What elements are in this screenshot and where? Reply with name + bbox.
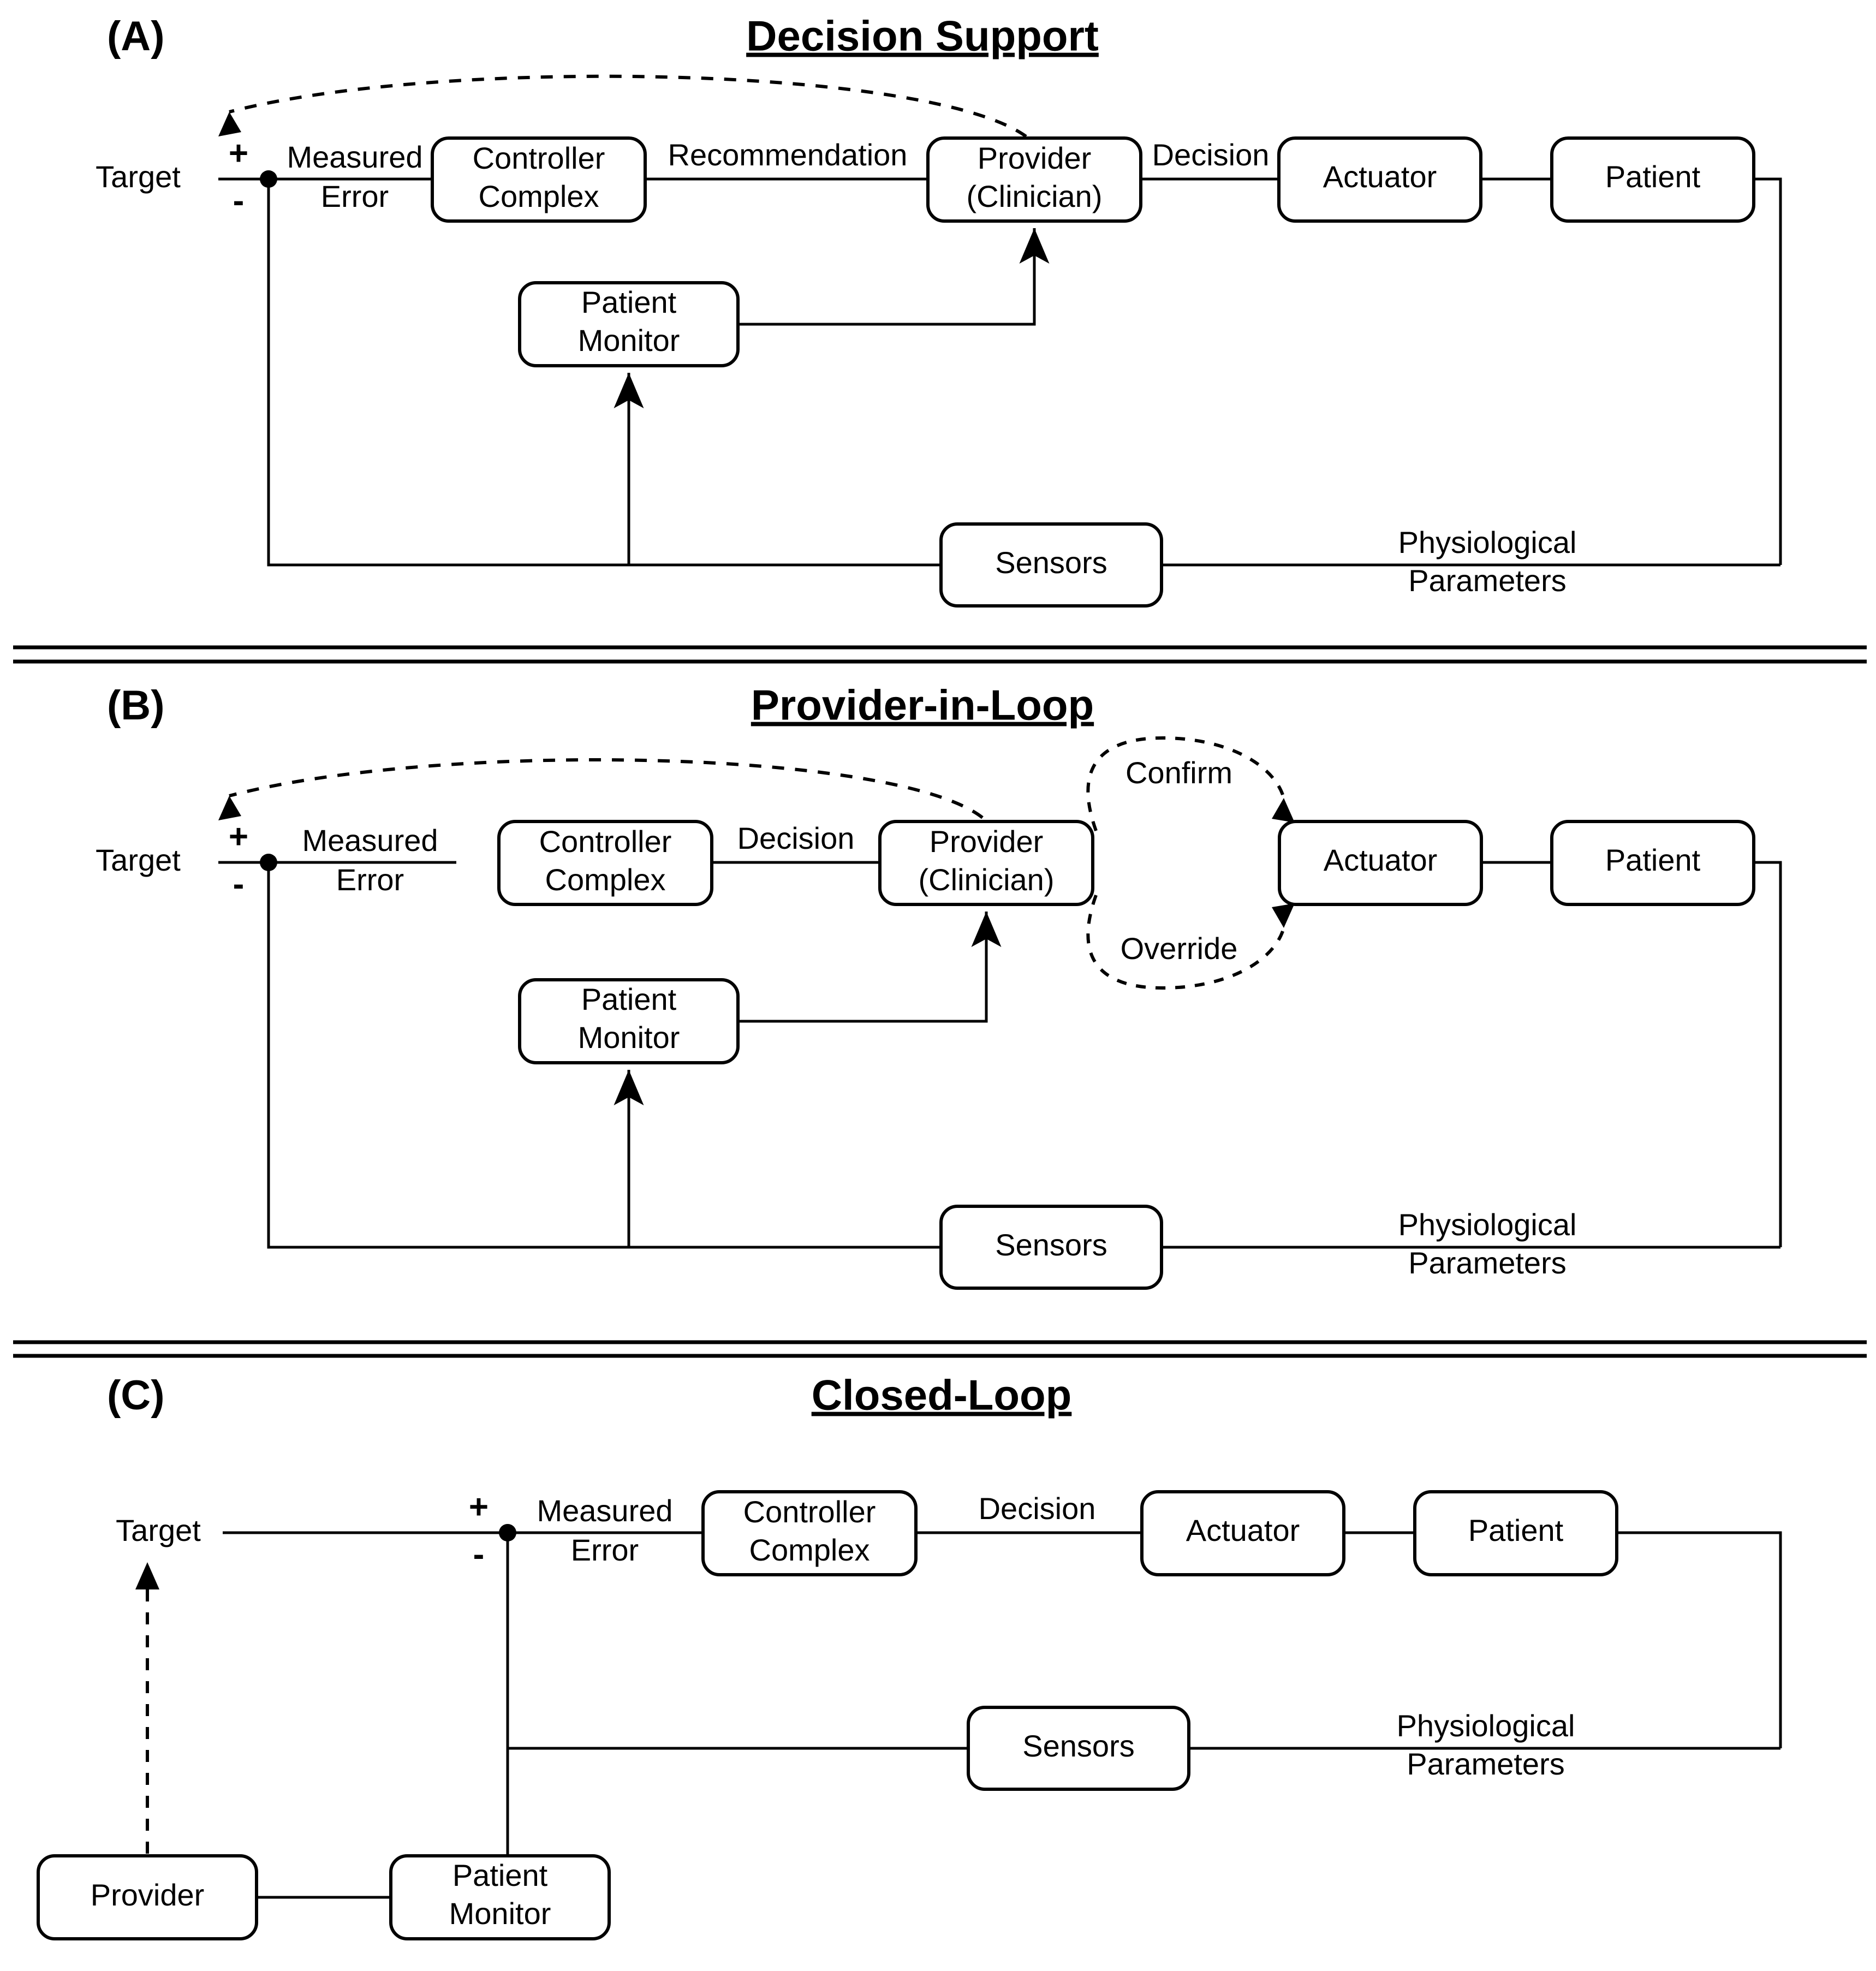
a-target-arrowhead xyxy=(218,112,241,136)
b-plus-sign: + xyxy=(229,818,248,855)
a-target-label: Target xyxy=(96,159,181,194)
a-error-label: Error xyxy=(321,179,389,213)
c-measured-label: Measured xyxy=(537,1493,672,1528)
a-measured-label: Measured xyxy=(287,140,422,174)
b-provider-label-1: Provider xyxy=(930,824,1044,859)
c-patient-feedback-wire xyxy=(1617,1531,1782,1748)
b-override-arrowhead xyxy=(1272,903,1295,928)
a-decision-label: Decision xyxy=(1152,138,1270,172)
panel-c-letter: (C) xyxy=(107,1372,165,1419)
b-provider-to-target-dashed xyxy=(229,758,984,819)
c-monitor-label-2: Monitor xyxy=(449,1896,551,1931)
b-provider-box[interactable] xyxy=(878,820,1094,906)
panel-a-letter: (A) xyxy=(107,13,165,59)
a-minus-sign: - xyxy=(233,182,245,219)
c-actuator-label: Actuator xyxy=(1186,1513,1300,1547)
panel-a-title: Decision Support xyxy=(746,12,1099,60)
c-target-label: Target xyxy=(116,1513,201,1547)
a-monitor-to-provider-wire xyxy=(738,228,1050,326)
panel-b-title: Provider-in-Loop xyxy=(751,681,1094,729)
b-controller-label-2: Complex xyxy=(545,862,666,897)
b-monitor-label-2: Monitor xyxy=(578,1020,680,1055)
b-target-label: Target xyxy=(96,843,181,877)
a-physio-label-2: Parameters xyxy=(1408,563,1566,598)
b-target-arrowhead xyxy=(218,796,241,820)
c-patient-label: Patient xyxy=(1468,1513,1564,1547)
a-provider-label-1: Provider xyxy=(978,141,1092,175)
b-measured-label: Measured xyxy=(302,823,438,858)
a-plus-sign: + xyxy=(229,134,248,172)
a-actuator-label: Actuator xyxy=(1323,159,1437,194)
b-decision-label: Decision xyxy=(737,821,855,855)
b-confirm-label: Confirm xyxy=(1125,755,1232,790)
b-monitor-label-1: Patient xyxy=(581,982,677,1016)
c-controller-label-1: Controller xyxy=(743,1494,876,1529)
a-physio-label-1: Physiological xyxy=(1398,525,1577,559)
c-controller-label-2: Complex xyxy=(749,1533,870,1567)
panel-a: (A) Decision Support Target + - Measured… xyxy=(96,12,1782,608)
b-override-dashed-path xyxy=(1086,894,1285,990)
b-confirm-dashed-path xyxy=(1086,736,1285,832)
a-sensors-label: Sensors xyxy=(995,545,1107,580)
a-patient-label: Patient xyxy=(1605,159,1701,194)
panel-b-letter: (B) xyxy=(107,682,165,729)
c-physio-label-1: Physiological xyxy=(1397,1708,1575,1743)
c-error-label: Error xyxy=(571,1533,639,1567)
b-physio-label-2: Parameters xyxy=(1408,1246,1566,1280)
b-monitor-to-provider-wire xyxy=(738,912,1002,1023)
b-sensors-label: Sensors xyxy=(995,1228,1107,1262)
c-plus-sign: + xyxy=(469,1488,489,1526)
a-provider-label-2: (Clinician) xyxy=(967,179,1103,213)
b-provider-label-2: (Clinician) xyxy=(919,862,1055,897)
panel-c-title: Closed-Loop xyxy=(812,1371,1072,1419)
b-controller-label-1: Controller xyxy=(539,824,672,859)
b-sensors-feedback-wire xyxy=(267,862,941,1249)
a-controller-label-1: Controller xyxy=(473,141,605,175)
b-physio-label-1: Physiological xyxy=(1398,1207,1577,1242)
c-provider-label: Provider xyxy=(91,1878,205,1912)
b-actuator-label: Actuator xyxy=(1324,843,1438,877)
b-patient-feedback-wire xyxy=(1754,861,1782,1247)
b-minus-sign: - xyxy=(233,865,245,903)
c-target-arrowhead xyxy=(135,1562,159,1589)
b-confirm-arrowhead xyxy=(1272,798,1295,823)
a-patient-feedback-wire xyxy=(1754,177,1782,565)
c-decision-label: Decision xyxy=(979,1491,1096,1526)
c-minus-sign: - xyxy=(473,1535,485,1573)
a-provider-to-target-dashed xyxy=(229,74,1027,138)
b-error-label: Error xyxy=(336,862,404,897)
a-recommendation-label: Recommendation xyxy=(668,138,908,172)
b-patient-label: Patient xyxy=(1605,843,1701,877)
b-override-label: Override xyxy=(1121,931,1238,966)
c-sensors-label: Sensors xyxy=(1022,1729,1134,1763)
a-sensors-feedback-wire xyxy=(267,179,941,567)
a-monitor-label-1: Patient xyxy=(581,285,677,319)
panel-b: (B) Provider-in-Loop Target + - Measured… xyxy=(96,681,1782,1290)
c-monitor-label-1: Patient xyxy=(452,1858,548,1892)
panel-c: (C) Closed-Loop Target + - Measured Erro… xyxy=(37,1371,1782,1940)
a-controller-label-2: Complex xyxy=(479,179,599,213)
c-physio-label-2: Parameters xyxy=(1407,1747,1564,1781)
a-monitor-label-2: Monitor xyxy=(578,323,680,358)
